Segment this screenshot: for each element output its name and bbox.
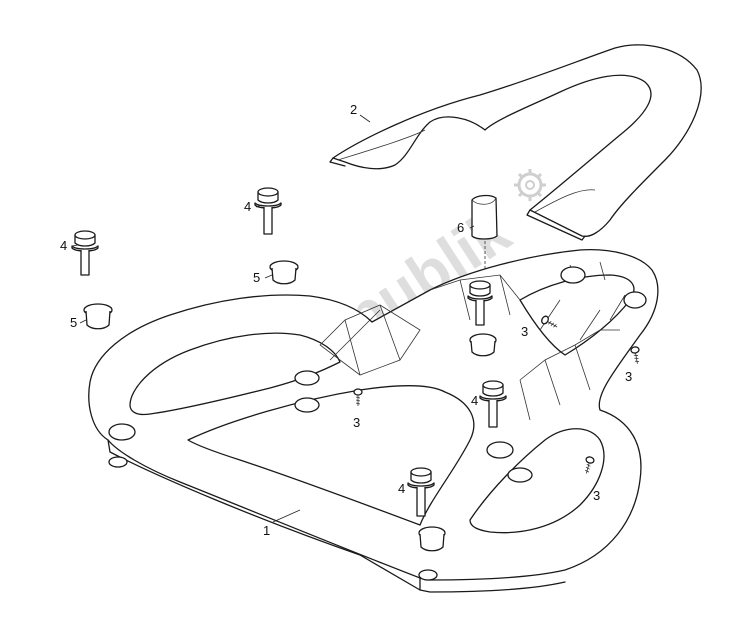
part-3-screw <box>353 315 640 474</box>
callout-part-4: 4 <box>60 238 67 253</box>
callout-part-3: 3 <box>521 324 528 339</box>
leader-lines <box>71 114 475 523</box>
callout-part-3: 3 <box>593 488 600 503</box>
callout-labels: 1 2 3 3 3 3 4 4 4 4 5 5 6 <box>60 102 632 538</box>
callout-part-3: 3 <box>353 415 360 430</box>
callout-part-5: 5 <box>253 270 260 285</box>
callout-part-6: 6 <box>457 220 464 235</box>
callout-part-4: 4 <box>471 393 478 408</box>
callout-part-2: 2 <box>350 102 357 117</box>
callout-part-3: 3 <box>625 369 632 384</box>
watermark-gear-icon <box>514 169 546 201</box>
part-4-bolt <box>71 187 507 517</box>
part-5-bushing <box>83 260 497 552</box>
callout-part-1: 1 <box>263 523 270 538</box>
callout-part-5: 5 <box>70 315 77 330</box>
callout-part-4: 4 <box>398 481 405 496</box>
part-2-cover <box>329 44 702 241</box>
part-1-rack-frame <box>88 249 659 593</box>
callout-part-4: 4 <box>244 199 251 214</box>
